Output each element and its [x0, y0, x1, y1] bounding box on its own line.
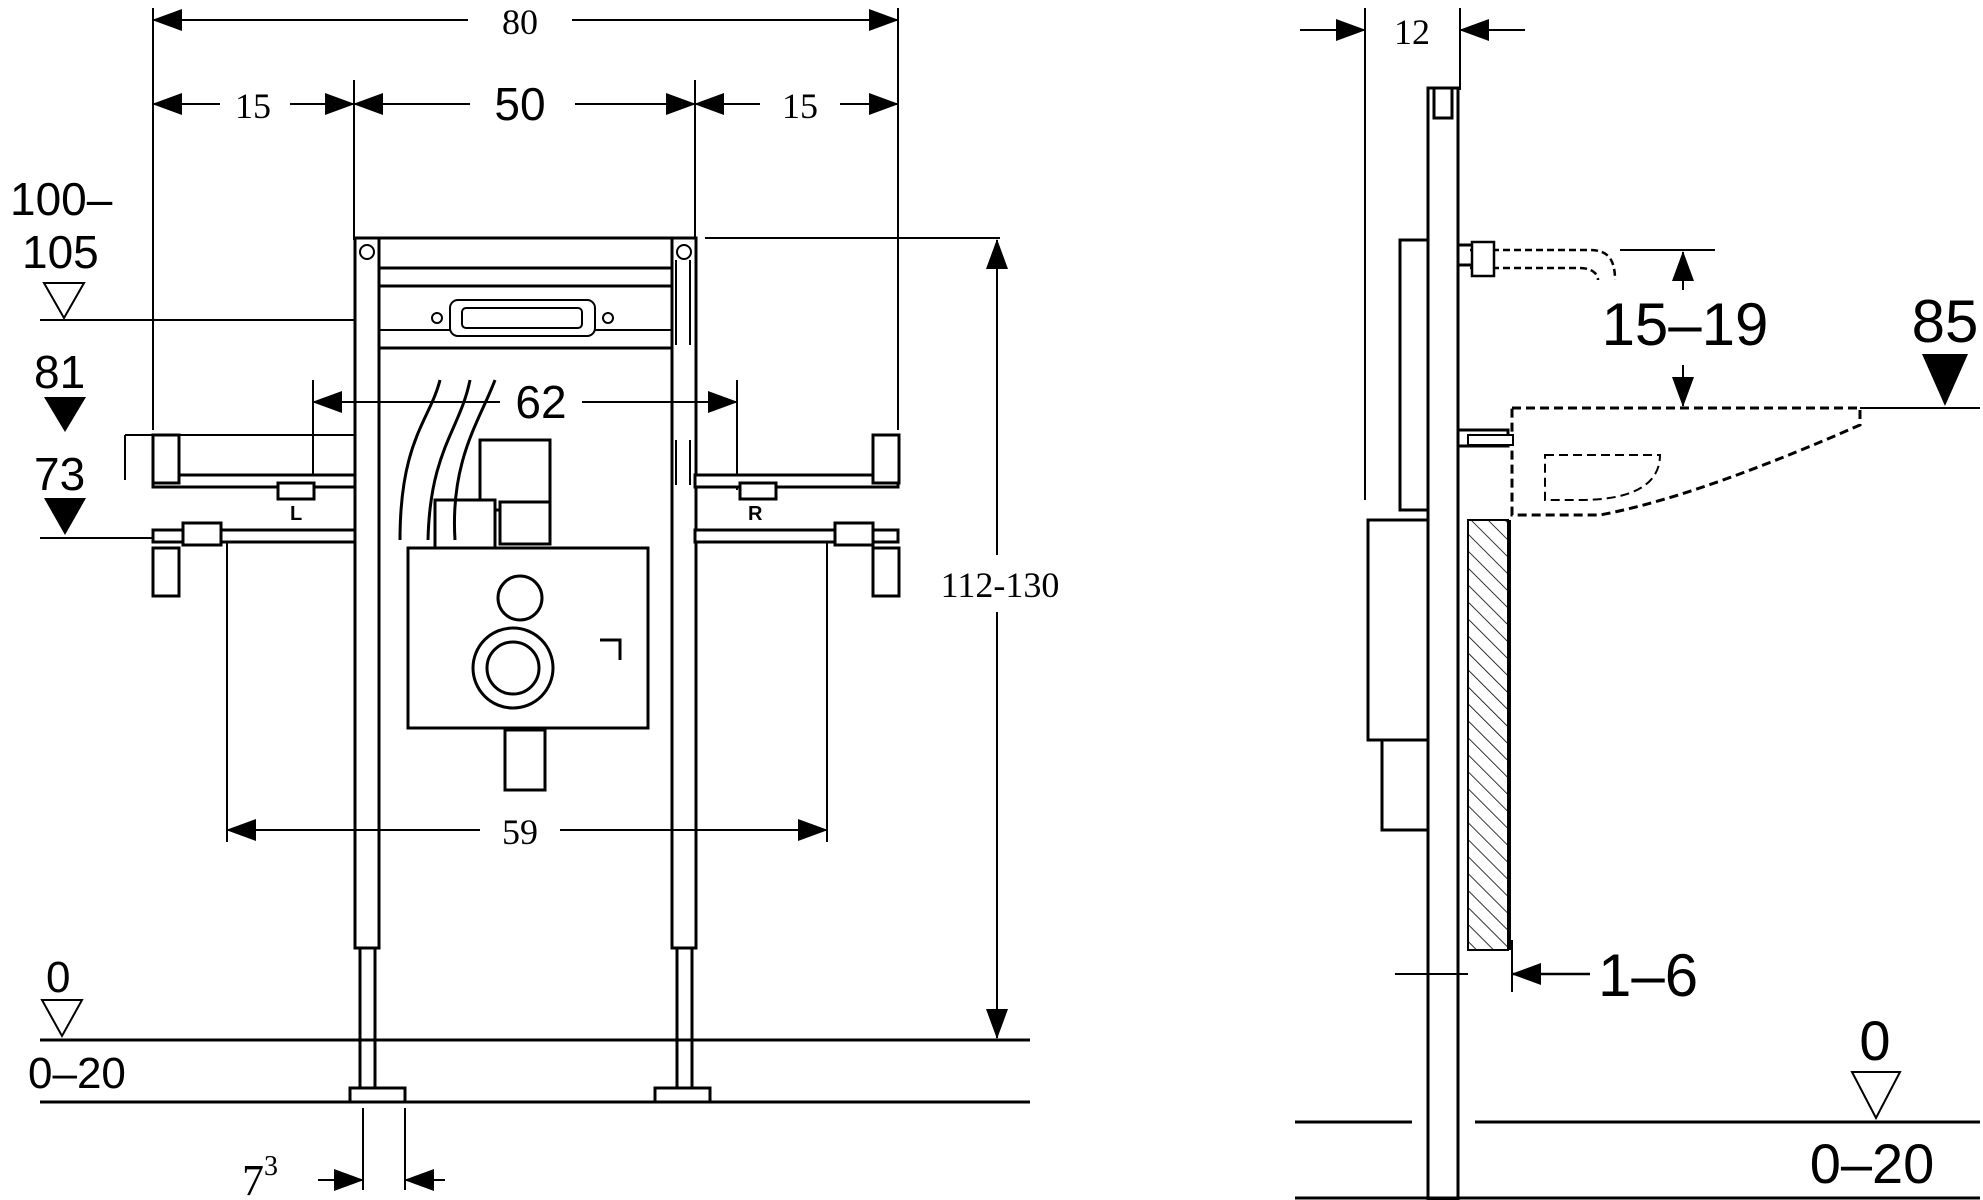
- dimension-foot-width: 73: [242, 1151, 445, 1200]
- dimension-fixing-spacing: 59: [226, 812, 828, 852]
- front-view: 80 15 50 15 100– 105 81 73: [10, 2, 1059, 1200]
- front-floor-adjust-label: 0–20: [28, 1049, 126, 1098]
- level-triangle-open-icon: [42, 282, 86, 321]
- grab-bar-spacing-label: 62: [515, 376, 566, 428]
- foot-width-sup: 3: [264, 1151, 278, 1182]
- right-offset-label: 15: [782, 86, 818, 126]
- tap-spout: [1470, 248, 1617, 281]
- dimension-frame-depth: 12: [1300, 8, 1525, 500]
- side-floor-adjust-label: 0–20: [1810, 1132, 1935, 1195]
- dimension-grab-bar-spacing: 62: [312, 376, 738, 428]
- level-triangle-open-icon: [40, 999, 84, 1039]
- basin-height-label: 85: [1912, 288, 1979, 355]
- tap-body: [1470, 240, 1496, 278]
- tap-clearance-label: 15–19: [1602, 291, 1769, 358]
- bracket-left-label: L: [290, 503, 302, 525]
- dimension-overall-width: 80: [152, 2, 899, 42]
- left-offset-label: 15: [235, 86, 271, 126]
- dimension-wall-thickness: 1–6: [1395, 940, 1698, 1009]
- bracket-right-label: R: [748, 503, 763, 525]
- side-frame: [1366, 86, 1510, 1200]
- level-73-label: 73: [34, 448, 85, 500]
- center-width-label: 50: [494, 78, 545, 130]
- level-triangle-filled-icon: [44, 397, 86, 432]
- floor-lines: [40, 1038, 1030, 1104]
- frame-depth-label: 12: [1394, 12, 1430, 52]
- flush-plate-height-line1: 100–: [10, 173, 113, 225]
- level-flush-plate: 100– 105: [10, 173, 113, 321]
- level-triangle-filled-icon: [44, 498, 86, 535]
- foot-width-base: 7: [242, 1156, 264, 1200]
- svg-text:73: 73: [242, 1151, 278, 1200]
- side-floor-lines: [1295, 1120, 1980, 1200]
- dimension-frame-height: 112-130: [941, 239, 1060, 1039]
- side-view: 12: [1295, 8, 1980, 1200]
- fixing-spacing-label: 59: [502, 812, 538, 852]
- level-triangle-filled-icon: [1922, 354, 1968, 406]
- level-81-label: 81: [34, 346, 85, 398]
- level-triangle-open-icon: [1850, 1071, 1902, 1121]
- side-floor-level-label: 0: [1859, 1009, 1890, 1072]
- overall-width-label: 80: [502, 2, 538, 42]
- frame-details: [359, 244, 692, 485]
- actuator-module: [398, 379, 650, 792]
- side-brackets: [151, 433, 901, 598]
- flush-plate-height-line2: 105: [22, 226, 99, 278]
- frame-height-label: 112-130: [941, 565, 1060, 605]
- dimension-tap-clearance: 15–19: [1602, 249, 1769, 407]
- basin-bolt: [1467, 434, 1514, 446]
- level-81: 81: [34, 346, 86, 432]
- wall-thickness-label: 1–6: [1598, 942, 1698, 1009]
- washbasin: [1510, 406, 1862, 517]
- level-basin-height: 85: [1860, 288, 1980, 409]
- front-floor-level-label: 0: [46, 953, 70, 1002]
- level-73: 73: [34, 448, 86, 535]
- dimension-segment-widths: 15 50 15: [152, 78, 899, 130]
- wall-section: [1467, 519, 1511, 951]
